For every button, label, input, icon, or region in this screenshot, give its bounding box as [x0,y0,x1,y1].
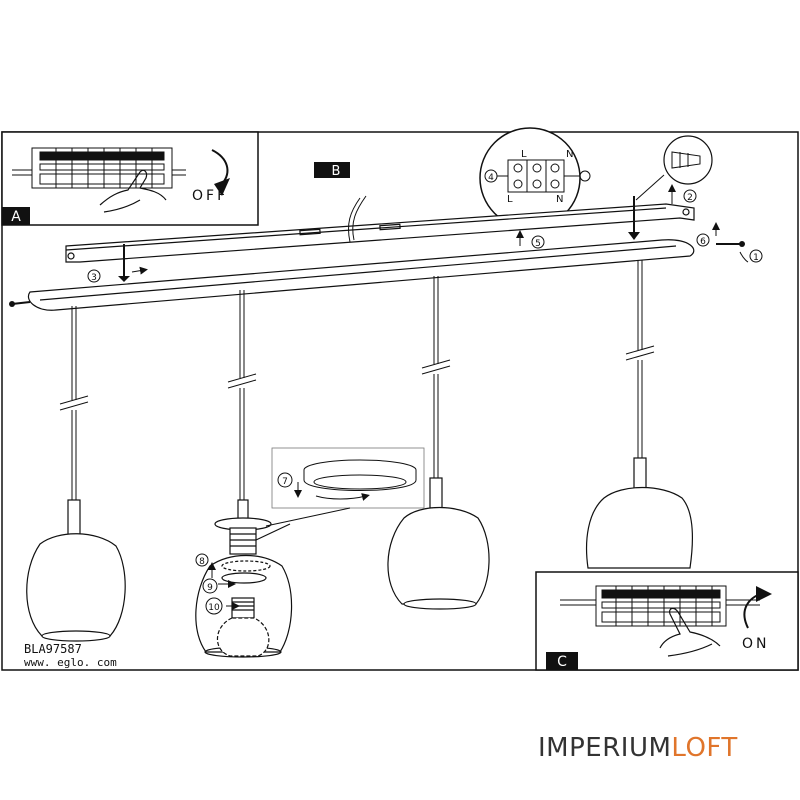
step-6: 6 [700,237,706,247]
side-screw-right: 6 1 [696,222,763,263]
exploded-pendant-2 [195,499,293,658]
screw-right [628,196,640,240]
step-8: 8 [199,557,205,567]
hand-icon [99,169,167,213]
terminal-l-top: L [521,149,527,160]
breaker-panel-a [12,147,186,189]
off-label: OFF [192,188,228,204]
model-number: BLA97587 [24,642,82,656]
ground-symbol-icon [579,170,591,182]
step-2: 2 [687,193,693,203]
panel-a-label: A [11,209,21,225]
canopy-bar [27,239,695,311]
ceiling-bracket [65,203,695,263]
panel-a: A OFF [1,131,259,226]
terminal-n-bottom: N [556,194,563,205]
terminal-step-4: 4 [488,173,494,183]
screw-anchor-detail: 2 [635,135,713,204]
terminal-l-bottom: L [507,194,513,205]
pendant-shade-1 [26,499,126,642]
panel-c: C ON [535,571,799,671]
panel-b-label-box [314,162,350,178]
screw-left: 3 [87,244,148,283]
step-10: 10 [208,603,220,613]
side-screw-left [9,301,31,307]
step-3: 3 [91,273,97,283]
step-5: 5 [535,239,541,249]
detail-ring-7: 7 [265,447,425,527]
mains-cable [347,195,367,243]
step-7: 7 [282,477,288,487]
light-bulb-icon [216,617,270,657]
panel-a-label-box [2,207,30,225]
terminal-block-detail: 4 L N L N [477,127,591,233]
glass-shade-dashed [195,555,293,653]
breaker-panel-c [560,585,760,627]
suspension-cables [59,260,655,500]
pendant-shade-4 [585,457,693,569]
pendant-shade-3 [387,477,490,610]
step-1: 1 [753,253,759,263]
website-url: www. eglo. com [24,656,117,669]
main-frame [1,131,799,671]
step-9: 9 [207,583,213,593]
panel-b-label: B [332,164,341,179]
panel-c-label: C [557,654,567,670]
panel-c-label-box [546,652,578,670]
brand-part-2: LOFT [671,733,738,763]
brand-watermark: IMPERIUMLOFT [538,733,738,763]
hand-icon-c [659,607,721,657]
brand-part-1: IMPERIUM [538,733,672,763]
terminal-n-top: N [566,149,573,160]
on-label: ON [742,636,770,652]
